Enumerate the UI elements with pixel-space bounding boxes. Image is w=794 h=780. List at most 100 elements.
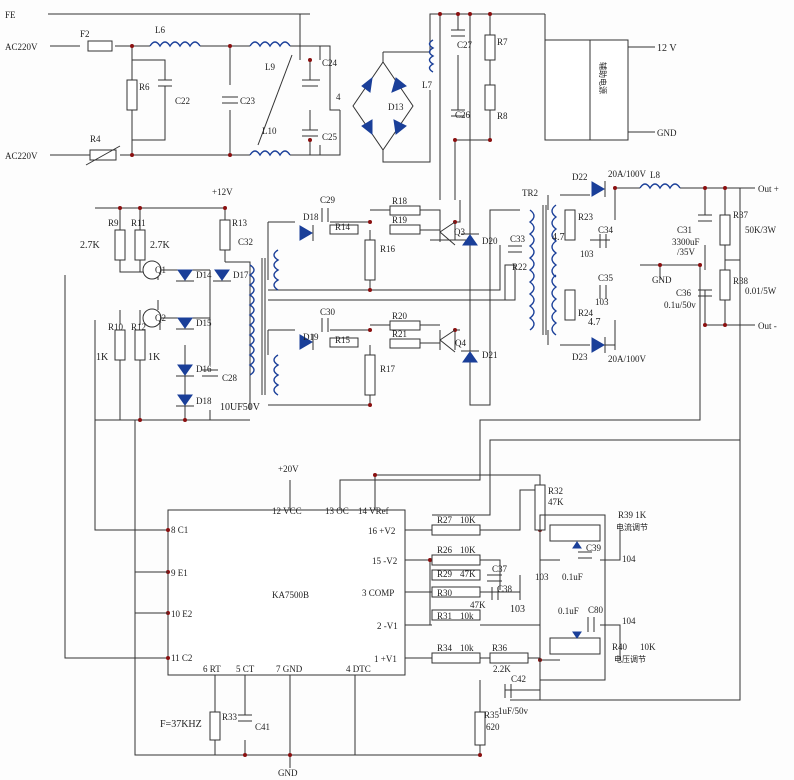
terminal-gnd-out: GND	[652, 275, 672, 285]
ic-ka7500b: KA7500B 12 VCC 13 OC 14 VRef 16 +V2 15 -…	[167, 506, 406, 676]
resistor-r24: R24	[564, 289, 594, 321]
pin-ct: 5 CT	[236, 664, 255, 674]
label-r15: R15	[335, 335, 351, 345]
resistor-r13: R13	[219, 218, 248, 251]
label-r38: R38	[733, 276, 749, 286]
label-r29: R29	[437, 569, 453, 579]
label-10uf50v: 10UF50V	[220, 402, 261, 413]
terminal-out-minus: Out -	[758, 321, 777, 331]
label-d15: D15	[196, 318, 212, 328]
label-r14: R14	[335, 222, 351, 232]
label-r35-value: 620	[486, 722, 500, 732]
label-aux-power: 辅助电源	[598, 62, 608, 94]
diode-d22: D22 20A/100V	[572, 169, 647, 197]
label-l10: L10	[262, 126, 277, 136]
label-4-7-upper: 4.7	[552, 232, 565, 243]
label-d22: D22	[572, 172, 588, 182]
label-r37: R37	[733, 210, 749, 220]
label-r9: R9	[108, 218, 119, 228]
label-c80: C80	[588, 605, 604, 615]
label-c31-value: 3300uF	[672, 237, 700, 247]
diode-d18: D18	[299, 212, 319, 241]
label-r23: R23	[578, 212, 594, 222]
label-r8: R8	[497, 111, 508, 121]
label-c31: C31	[677, 225, 692, 235]
label-plus20v: +20V	[278, 464, 299, 474]
label-r38-value: 0.01/5W	[745, 286, 777, 296]
resistor-r23: R23	[564, 209, 594, 241]
label-c38-value: 103	[535, 572, 549, 582]
diode-d18-left: D18	[176, 394, 212, 407]
diode-d21: D21	[461, 350, 498, 363]
label-gnd-bottom: GND	[278, 768, 298, 778]
label-l6: L6	[155, 25, 165, 35]
label-c22: C22	[175, 96, 190, 106]
aux-power-box: 辅助电源	[544, 39, 629, 141]
capacitor-c41: C41	[238, 714, 270, 732]
label-c35-value: 103	[595, 297, 609, 307]
label-r13: R13	[232, 218, 248, 228]
label-r6: R6	[139, 82, 150, 92]
terminal-fe: FE	[5, 10, 16, 20]
label-r27: R27	[437, 515, 453, 525]
diode-d17: D17	[213, 269, 249, 282]
inductor-l8: L8	[639, 170, 681, 190]
label-c39-value: 0.1uF	[562, 572, 583, 582]
label-d18: D18	[303, 212, 319, 222]
diode-d19: D19	[299, 332, 319, 350]
label-plus12v: +12V	[212, 187, 233, 197]
label-c27: C27	[457, 40, 473, 50]
capacitor-c29: C29	[320, 195, 336, 222]
label-d18-left: D18	[196, 396, 212, 406]
label-r31: R31	[437, 611, 452, 621]
label-r22: R22	[512, 262, 527, 272]
diode-d15: D15	[176, 317, 212, 330]
pin-c1: 8 C1	[171, 525, 188, 535]
pin-dtc: 4 DTC	[346, 664, 371, 674]
thermistor-r4: R4	[85, 134, 121, 166]
label-l7: L7	[422, 80, 432, 90]
label-r24: R24	[578, 308, 594, 318]
bridge-rectifier-d13: D13 4	[336, 61, 414, 151]
label-c33: C33	[510, 234, 526, 244]
transistor-q3: Q3	[439, 221, 465, 246]
label-c34: C34	[598, 225, 614, 235]
label-1k-left: 1K	[96, 352, 109, 363]
label-q3: Q3	[454, 227, 465, 237]
label-2-7k-right: 2.7K	[150, 240, 171, 251]
terminal-out-plus: Out +	[758, 184, 779, 194]
label-r36: R36	[492, 643, 508, 653]
label-r11: R11	[131, 218, 146, 228]
label-1k-right: 1K	[148, 352, 161, 363]
capacitor-c37: C37	[487, 564, 508, 582]
label-r32-value: 47K	[548, 497, 564, 507]
inductor-l7: L7	[422, 28, 441, 90]
label-q2: Q2	[155, 313, 166, 323]
inductor-l6: L6	[149, 25, 201, 48]
label-c24: C24	[322, 58, 338, 68]
resistor-r12: R12	[131, 322, 146, 361]
label-c37: C37	[492, 564, 508, 574]
label-d22-rating: 20A/100V	[608, 169, 647, 179]
pin-16-v2: 16 +V2	[368, 526, 395, 536]
label-r32: R32	[548, 486, 563, 496]
capacitor-c28: C28	[202, 369, 238, 383]
label-r21: R21	[392, 329, 407, 339]
pin-vref: 14 VRef	[358, 506, 389, 516]
resistor-r30: R30	[431, 586, 481, 598]
pin-comp: 3 COMP	[362, 588, 394, 598]
voltage-adjust-pot-r40: R40 10K 电压调节	[549, 631, 656, 664]
label-r40-value: 10K	[640, 642, 656, 652]
resistor-r6: R6	[126, 79, 150, 111]
resistor-r33: R33	[209, 711, 238, 741]
resistor-r17: R17	[364, 354, 396, 396]
transistor-q4: Q4	[439, 329, 466, 353]
label-r40: R40	[612, 642, 628, 652]
terminal-ac1: AC220V	[5, 42, 38, 52]
